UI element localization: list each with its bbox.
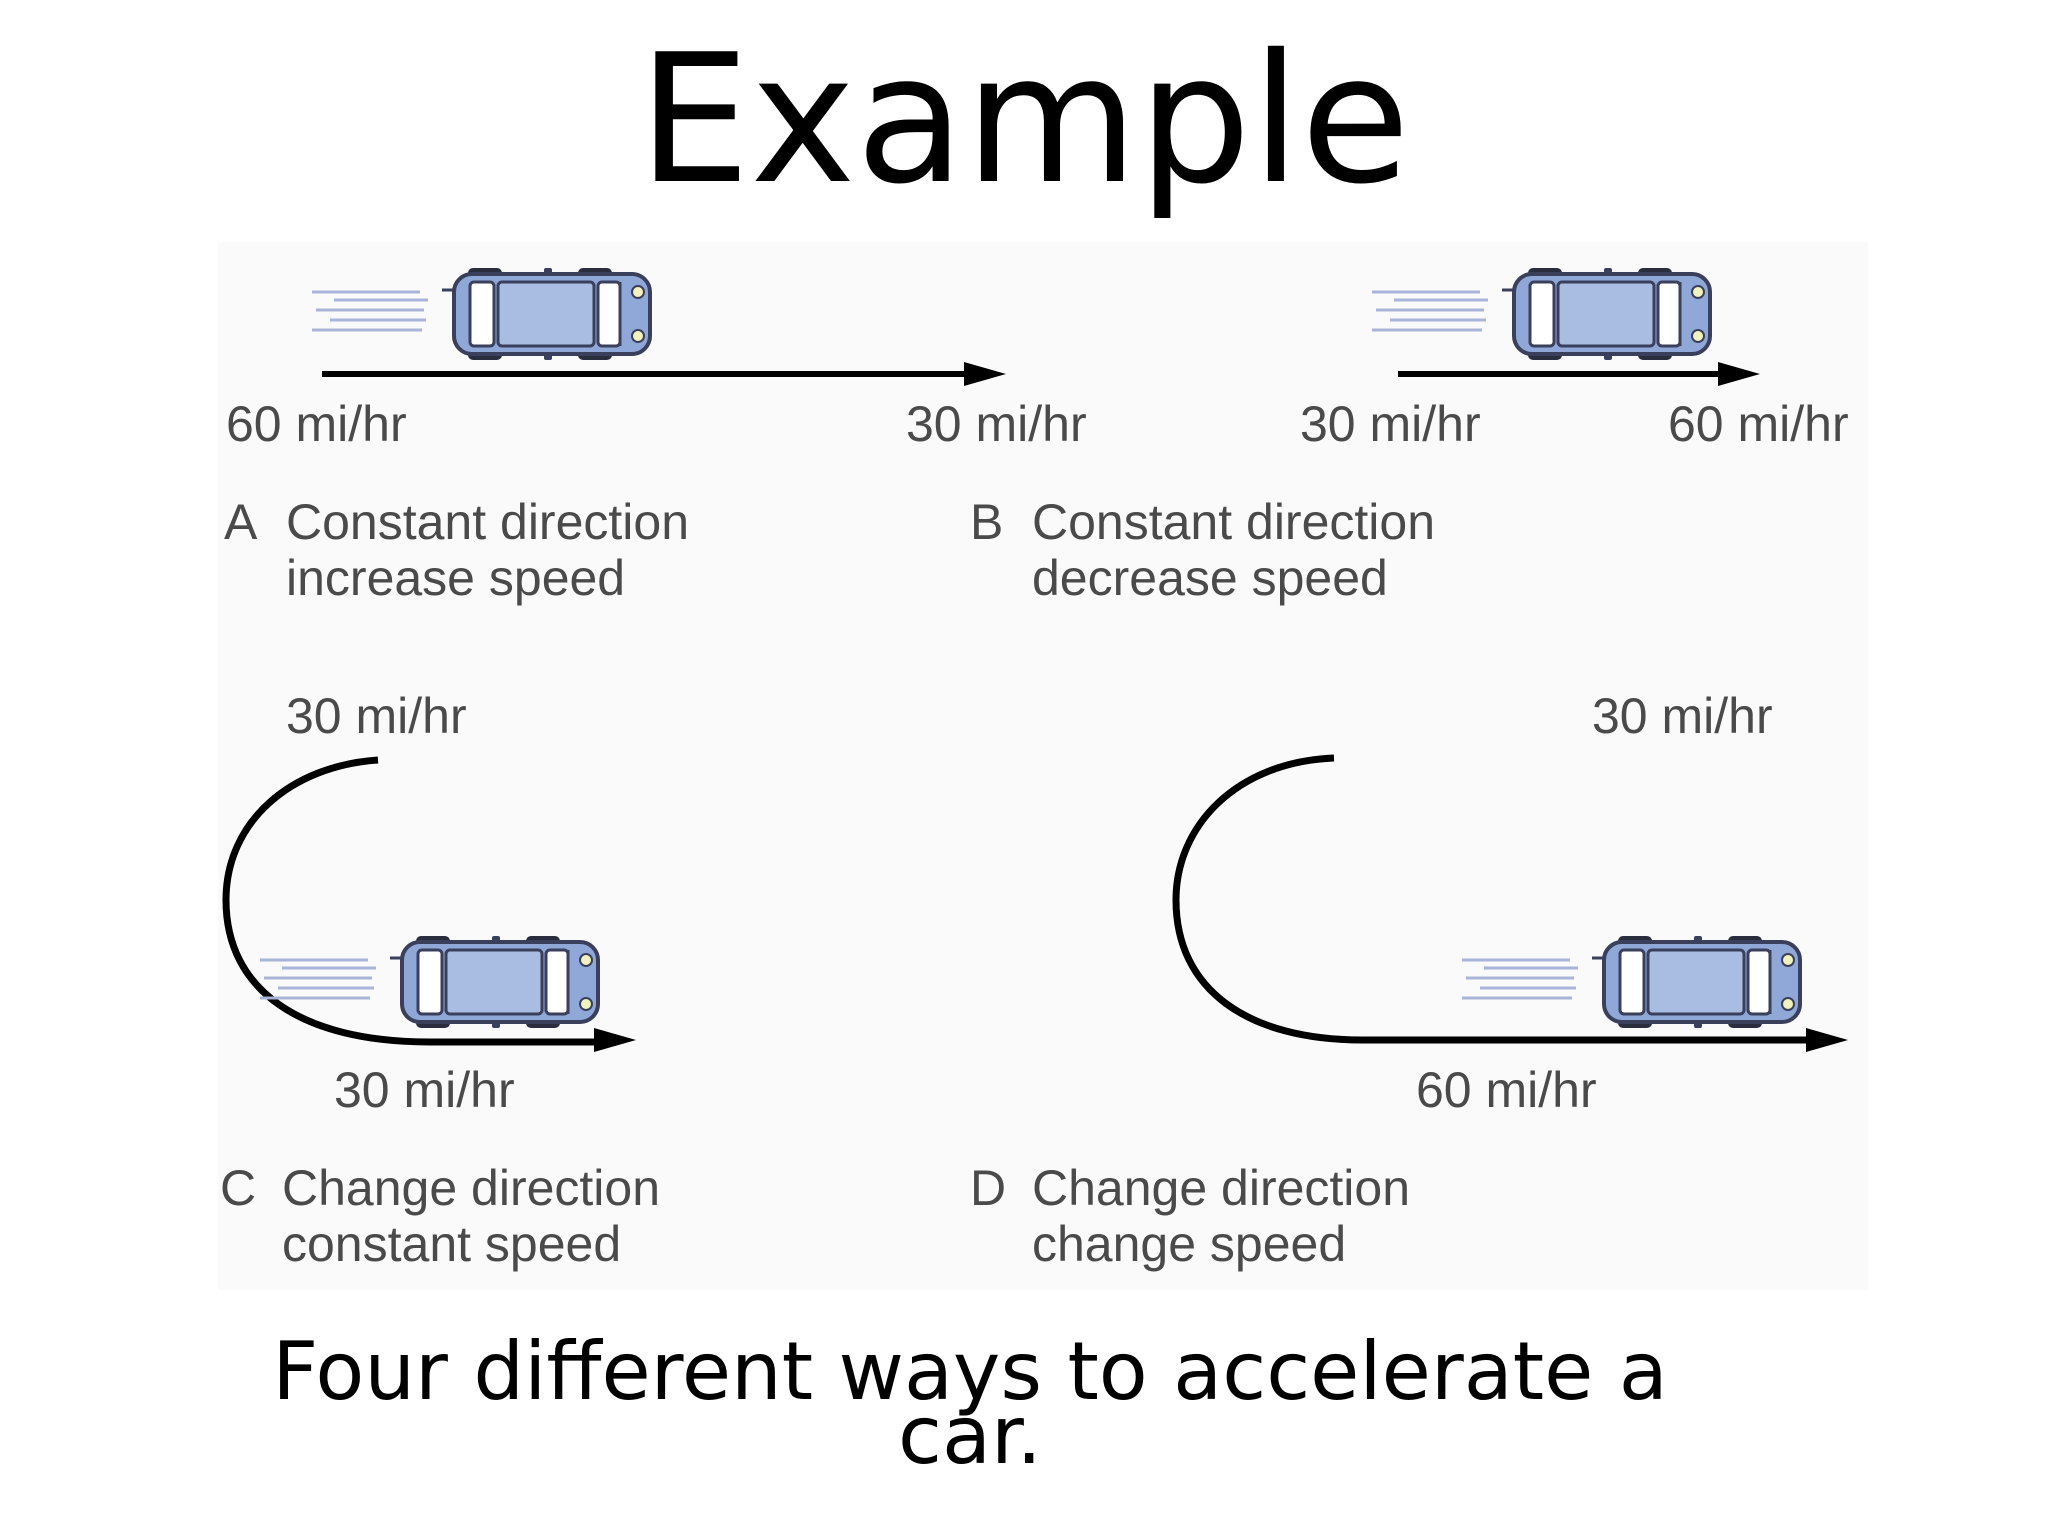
- panel-a-line2: increase speed: [286, 550, 626, 606]
- panel-d-arrowhead: [1806, 1028, 1848, 1052]
- panel-c-line1: Change direction: [282, 1160, 661, 1216]
- panel-c-start-speed: 30 mi/hr: [286, 688, 467, 744]
- panel-d-line1: Change direction: [1032, 1160, 1411, 1216]
- panel-a-end-speed: 30 mi/hr: [906, 396, 1087, 452]
- panel-a-arrowhead: [964, 362, 1006, 386]
- panel-c-line2: constant speed: [282, 1216, 622, 1272]
- panel-b-arrowhead: [1718, 362, 1760, 386]
- panel-a-letter: A: [224, 494, 258, 550]
- panel-b-letter: B: [970, 494, 1004, 550]
- figure-background: [218, 242, 1868, 1290]
- panel-c-path: [222, 756, 608, 1046]
- panel-c-end-speed: 30 mi/hr: [334, 1062, 515, 1118]
- panel-b-end-speed: 60 mi/hr: [1668, 396, 1849, 452]
- panel-b-start-speed: 30 mi/hr: [1300, 396, 1481, 452]
- panel-a-car: [310, 266, 652, 362]
- panel-d-start-speed: 30 mi/hr: [1592, 688, 1773, 744]
- panel-b-line2: decrease speed: [1032, 550, 1388, 606]
- panel-b-car: [1370, 266, 1712, 362]
- panel-c-arrowhead: [594, 1028, 636, 1052]
- panel-c-letter: C: [220, 1160, 257, 1216]
- panel-a-label: A Constant direction increase speed: [224, 494, 689, 606]
- panel-b-line1: Constant direction: [1032, 494, 1436, 550]
- slide-title: Example: [637, 16, 1411, 223]
- panel-d-car: [1460, 934, 1802, 1030]
- panel-d-label: D Change direction change speed: [970, 1160, 1410, 1272]
- panel-c-car: [258, 934, 600, 1030]
- panel-b-label: B Constant direction decrease speed: [970, 494, 1435, 606]
- panel-c-label: C Change direction constant speed: [220, 1160, 660, 1272]
- panel-a-line1: Constant direction: [286, 494, 690, 550]
- panel-d-path: [1172, 754, 1816, 1044]
- panel-d-line2: change speed: [1032, 1216, 1347, 1272]
- panel-d-end-speed: 60 mi/hr: [1416, 1062, 1597, 1118]
- panel-d-letter: D: [970, 1160, 1007, 1216]
- panel-a-start-speed: 60 mi/hr: [226, 396, 407, 452]
- slide-caption: Four different ways to accelerate a car.: [272, 1325, 1668, 1482]
